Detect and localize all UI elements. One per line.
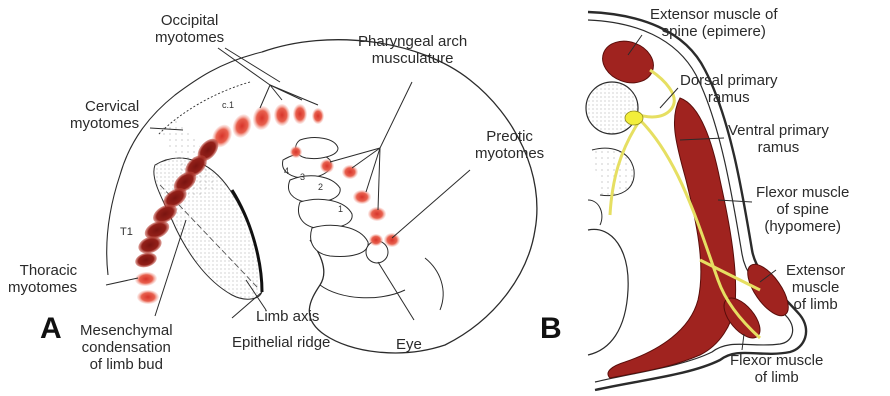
jaw-outline [320,285,405,298]
label-eye: Eye [396,336,422,353]
spinal-cord [586,82,638,134]
label-dorsal-primary-ramus: Dorsal primary ramus [680,72,778,106]
label-pharyngeal-arch-musculature: Pharyngeal arch musculature [358,33,467,67]
label-epithelial-ridge: Epithelial ridge [232,334,330,351]
thoracic-myotomes [134,250,159,304]
extensor-spine-muscle [597,34,660,89]
t1-mark: T1 [120,226,133,238]
label-limb-axis: Limb axis [256,308,319,325]
label-extensor-muscle-of-limb: Extensor muscle of limb [786,262,845,313]
label-cervical-myotomes: Cervical myotomes [70,98,139,132]
label-mesenchymal-condensation: Mesenchymal condensation of limb bud [80,322,173,373]
label-extensor-muscle-of-spine: Extensor muscle of spine (epimere) [650,6,778,40]
label-thoracic-myotomes: Thoracic myotomes [8,262,77,296]
label-occipital-myotomes: Occipital myotomes [155,12,224,46]
arch-4-mark: 4 [284,166,289,176]
label-ventral-primary-ramus: Ventral primary ramus [728,122,829,156]
dorsal-root-ganglion [625,111,643,125]
label-flexor-muscle-of-spine: Flexor muscle of spine (hypomere) [756,184,849,235]
c1-mark: c.1 [222,100,234,110]
panel-b-letter: B [540,312,562,346]
arch-3-mark: 3 [300,172,305,182]
label-preotic-myotomes: Preotic myotomes [475,128,544,162]
body-cavity [588,229,628,355]
panel-a-letter: A [40,312,62,346]
arch-2-mark: 2 [318,182,323,192]
label-flexor-muscle-of-limb: Flexor muscle of limb [730,352,823,386]
arch-1-mark: 1 [338,204,343,214]
preotic-myotomes [384,233,400,247]
